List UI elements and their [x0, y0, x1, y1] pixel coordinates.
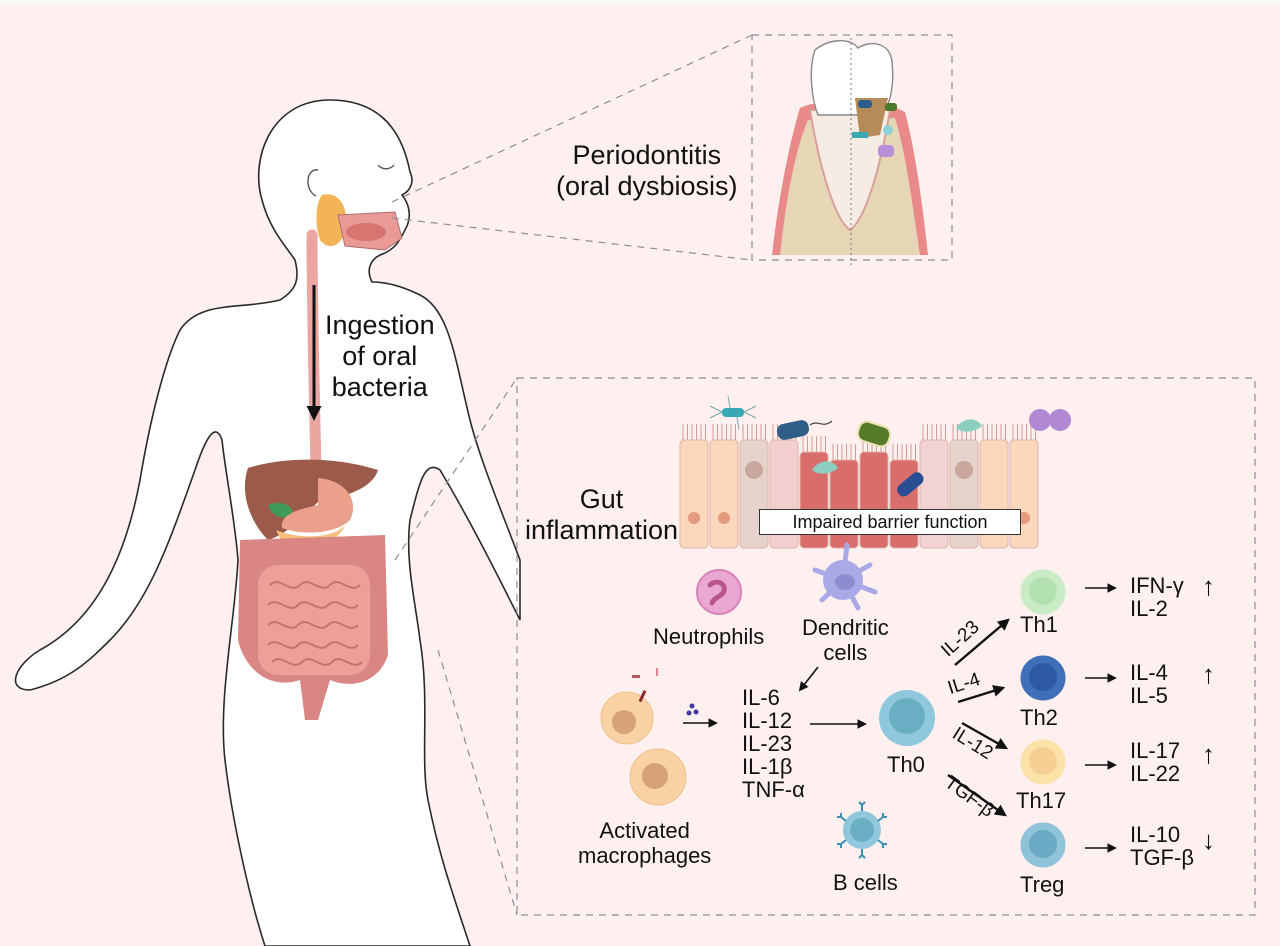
- human-body-illustration: [14, 99, 521, 946]
- th2-label: Th2: [1020, 705, 1058, 730]
- th-cell-th17: [1020, 739, 1066, 785]
- th-cell-th1: [1020, 569, 1066, 615]
- epithelial-cell: [709, 439, 739, 549]
- b-cell: [837, 801, 887, 859]
- gut-inset-frame: [516, 377, 1256, 916]
- dendritic-cell: [812, 542, 878, 611]
- macrophages-line-1: Activated: [599, 818, 690, 843]
- trend-up-icon: ↑: [1202, 571, 1215, 601]
- neutrophil-cell: [696, 569, 742, 615]
- gut-line-2: inflammation: [525, 515, 679, 546]
- tooth-illustration: [772, 38, 928, 265]
- b-cells-label: B cells: [833, 870, 898, 895]
- th0-to-treg-arrow: [947, 774, 1007, 817]
- top-border: [0, 0, 1280, 6]
- th2-outputs: IL-4 IL-5: [1130, 660, 1168, 708]
- th0-to-th1-arrow: [954, 618, 1010, 666]
- cell-nucleus: [955, 461, 973, 479]
- impaired-barrier-label: Impaired barrier function: [759, 509, 1021, 535]
- ingestion-label: Ingestion of oral bacteria: [325, 310, 435, 403]
- th-cell-treg: [1020, 822, 1066, 868]
- cell-nucleus: [1018, 512, 1030, 524]
- macrophage-cytokine-list: IL-6 IL-12 IL-23 IL-1β TNF-α: [742, 685, 805, 802]
- cell-nucleus: [718, 512, 730, 524]
- output-cytokine: IL-4: [1130, 660, 1168, 685]
- output-cytokine: IL-10: [1130, 822, 1181, 847]
- macrophages-label: Activated macrophages: [578, 818, 711, 869]
- cytokine-item: IL-23: [742, 731, 793, 756]
- output-cytokine: IL-5: [1130, 683, 1168, 708]
- gut-inflammation-label: Gut inflammation: [525, 484, 678, 546]
- pathway-arrows: [683, 583, 1117, 853]
- neutrophils-label: Neutrophils: [653, 624, 765, 649]
- th-cell-th2: [1020, 655, 1066, 701]
- ingestion-line-1: Ingestion: [325, 310, 435, 340]
- th17-outputs: IL-17 IL-22: [1130, 738, 1181, 786]
- cytokine-item: IL-12: [742, 708, 793, 733]
- epithelial-cell: [679, 439, 709, 549]
- output-cytokine: IL-22: [1130, 761, 1181, 786]
- cytokine-item: IL-1β: [742, 754, 793, 779]
- bacteria-group: [709, 395, 1071, 497]
- ingestion-line-2: of oral: [342, 341, 418, 372]
- periodontitis-label: Periodontitis (oral dysbiosis): [556, 140, 738, 202]
- th17-label: Th17: [1016, 788, 1067, 813]
- dendritic-to-cytokines-arrow: [798, 666, 819, 692]
- th0-cell: [879, 690, 935, 746]
- immune-cells: [600, 542, 1066, 868]
- output-cytokine: IFN-γ: [1130, 573, 1184, 598]
- macrophage-cells: [600, 668, 699, 806]
- stomach: [281, 478, 354, 533]
- output-cytokine: TGF-β: [1130, 845, 1194, 870]
- trend-down-icon: ↓: [1202, 825, 1215, 855]
- zoom-connectors: [391, 34, 1256, 916]
- treg-outputs: IL-10 TGF-β: [1130, 822, 1194, 870]
- macrophages-line-2: macrophages: [578, 843, 712, 869]
- salivary-gland: [316, 194, 347, 247]
- gut-line-1: Gut: [579, 484, 624, 514]
- oral-dysbiosis-subtitle: (oral dysbiosis): [556, 171, 738, 202]
- ingestion-line-3: bacteria: [331, 372, 428, 403]
- th0-to-th2-arrow: [957, 685, 1006, 704]
- cell-nucleus: [745, 461, 763, 479]
- cell-nucleus: [688, 512, 700, 524]
- dendritic-line-1: Dendritic: [802, 615, 889, 640]
- periodontitis-title: Periodontitis: [572, 140, 722, 170]
- trend-up-icon: ↑: [1202, 659, 1215, 689]
- liver: [244, 459, 378, 540]
- th0-to-th17-arrow: [961, 721, 1009, 750]
- output-cytokine: IL-2: [1130, 596, 1168, 621]
- small-intestine: [258, 565, 370, 675]
- th1-label: Th1: [1020, 612, 1058, 637]
- tooth-crown: [810, 40, 894, 116]
- dendritic-line-2: cells: [823, 640, 868, 666]
- cytokine-item: TNF-α: [742, 777, 805, 802]
- output-cytokine: IL-17: [1130, 738, 1181, 763]
- th0-label: Th0: [887, 752, 925, 777]
- cytokine-item: IL-6: [742, 685, 780, 710]
- treg-label: Treg: [1020, 872, 1065, 897]
- trend-up-icon: ↑: [1202, 739, 1215, 769]
- tooth-inset-frame: [751, 34, 953, 261]
- dendritic-cells-label: Dendritic cells: [802, 615, 889, 666]
- th1-outputs: IFN-γ IL-2: [1130, 573, 1184, 621]
